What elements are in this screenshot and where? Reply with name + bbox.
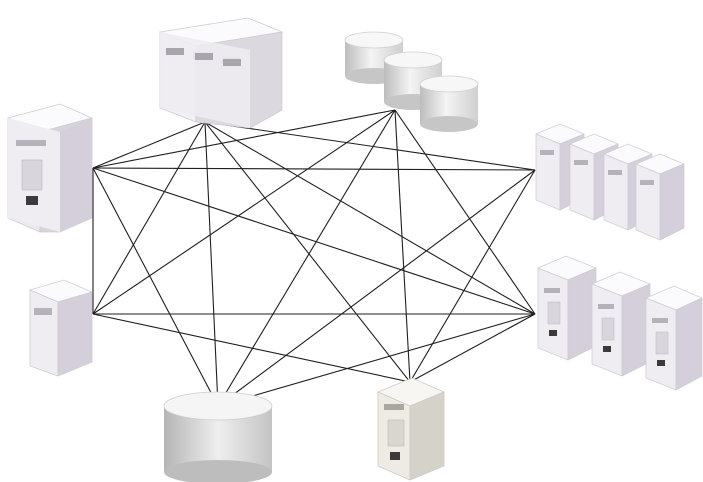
server-tower-left-middle-node xyxy=(28,279,94,377)
disk-storage-node xyxy=(163,391,273,482)
connection-line-n5-n7 xyxy=(217,313,536,407)
connection-line-n2-n6 xyxy=(204,121,411,383)
connection-line-n1-n3 xyxy=(92,109,396,169)
connection-line-n2-n7 xyxy=(204,121,219,407)
connection-line-n5-n6 xyxy=(409,313,536,383)
connection-line-n1-n4 xyxy=(92,167,536,171)
server-tower-left-top-node xyxy=(6,103,94,233)
connection-line-n2-n4 xyxy=(204,121,536,171)
mainframe-node xyxy=(158,17,284,129)
connection-line-n3-n5 xyxy=(394,109,536,315)
server-rack-group-node xyxy=(535,123,685,241)
connection-line-n6-n8 xyxy=(92,313,411,383)
connection-line-n2-n8 xyxy=(92,121,206,315)
connection-line-n4-n6 xyxy=(409,169,536,383)
connection-line-n3-n7 xyxy=(217,109,396,407)
connection-line-n1-n2 xyxy=(92,121,206,169)
server-tower-bottom-node xyxy=(376,377,446,481)
connection-line-n3-n8 xyxy=(92,109,396,315)
connection-line-n1-n7 xyxy=(92,167,219,407)
connection-line-n4-n7 xyxy=(217,169,536,407)
server-tower-group-node xyxy=(537,255,703,391)
connection-line-n1-n5 xyxy=(92,167,536,315)
connection-line-n3-n6 xyxy=(394,109,411,383)
disk-storage-stack-node xyxy=(344,31,479,132)
connection-lines xyxy=(92,109,536,407)
connection-line-n2-n5 xyxy=(204,121,536,315)
